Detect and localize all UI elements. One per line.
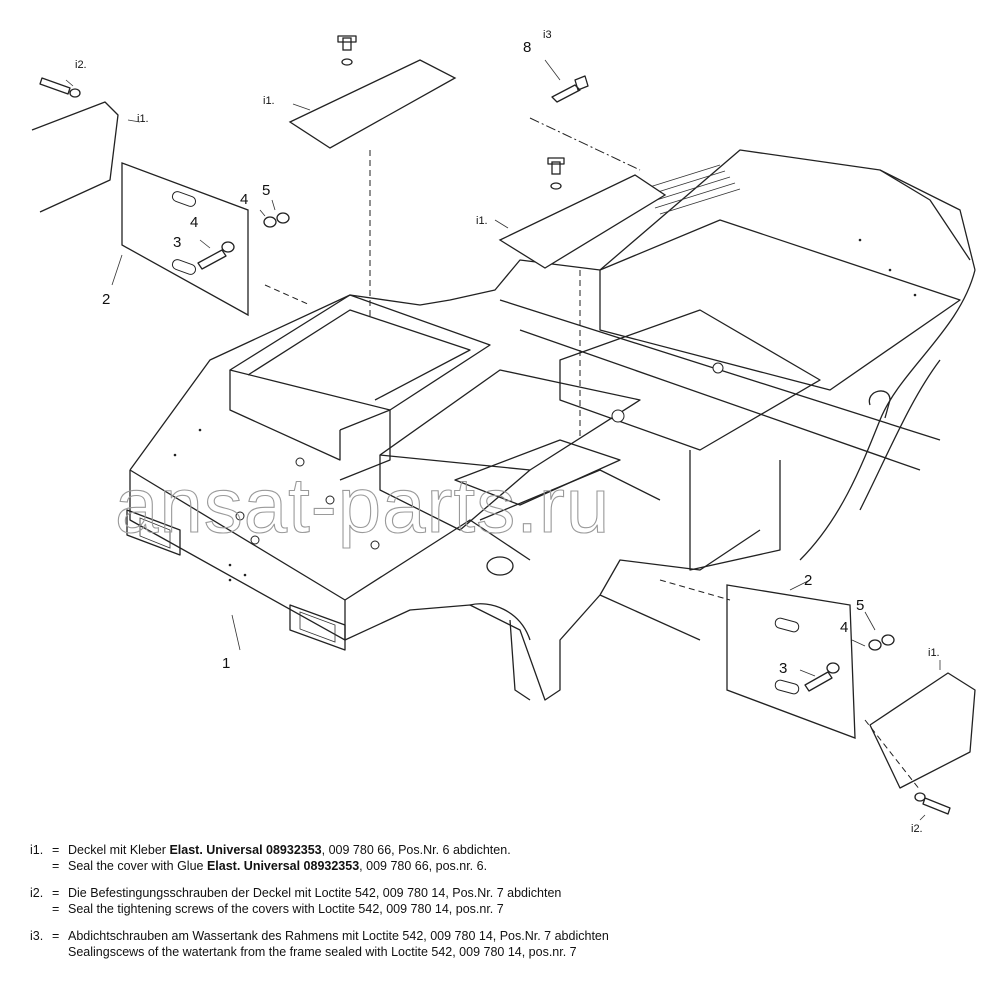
screw-8 xyxy=(529,75,641,171)
note-text-en: Sealingscews of the watertank from the f… xyxy=(68,945,577,959)
exploded-frame-diagram: 1 2 2 3 3 4 4 4 5 5 8 i3 i2. i2. i1. i1.… xyxy=(31,29,976,835)
note-i3: i3. = Abdichtschrauben am Wassertank des… xyxy=(30,929,609,959)
note-i2: i2. = Die Befestingungsschrauben der Dec… xyxy=(30,886,562,916)
note-i1: i1. = Deckel mit Kleber Elast. Universal… xyxy=(30,843,511,873)
callout-i3: i3 xyxy=(543,29,552,41)
callout-part-3-right: 3 xyxy=(779,660,787,677)
note-text-en: Seal the tightening screws of the covers… xyxy=(68,902,504,916)
note-text-de: Abdichtschrauben am Wassertank des Rahme… xyxy=(68,929,609,943)
side-cover-right xyxy=(659,579,976,815)
top-cover-left xyxy=(288,35,457,320)
callout-part-8: 8 xyxy=(523,39,531,56)
callout-part-3-left: 3 xyxy=(173,234,181,251)
callout-part-4-right: 4 xyxy=(840,619,848,636)
note-text-en: Seal the cover with Glue Elast. Universa… xyxy=(68,859,488,873)
callout-part-1: 1 xyxy=(222,655,230,672)
callout-part-4-top: 4 xyxy=(240,191,248,208)
callout-part-2-left: 2 xyxy=(102,291,110,308)
assembly-notes: i1. = Deckel mit Kleber Elast. Universal… xyxy=(30,842,970,971)
callout-i1-left: i1. xyxy=(137,113,149,125)
callout-i2-bottom: i2. xyxy=(911,823,923,835)
note-text-de: Die Befestingungsschrauben der Deckel mi… xyxy=(68,886,562,900)
callout-part-4-left: 4 xyxy=(190,214,198,231)
note-text-de: Deckel mit Kleber Elast. Universal 08932… xyxy=(68,843,511,857)
callout-part-5-right: 5 xyxy=(856,597,864,614)
note-id: i2. xyxy=(30,886,44,900)
leader-lines xyxy=(65,59,941,821)
note-id: i1. xyxy=(30,843,44,857)
callout-part-5-left: 5 xyxy=(262,182,270,199)
note-id: i3. xyxy=(30,929,44,943)
callouts: 1 2 2 3 3 4 4 4 5 5 8 i3 i2. i2. i1. i1.… xyxy=(75,29,940,835)
watermark: ansat-parts.ru xyxy=(115,461,610,549)
callout-part-2-right: 2 xyxy=(804,572,812,589)
callout-i2-top: i2. xyxy=(75,59,87,71)
top-cover-right xyxy=(498,157,667,440)
callout-i1-mid: i1. xyxy=(476,215,488,227)
main-frame xyxy=(126,149,976,701)
callout-i1-top: i1. xyxy=(263,95,275,107)
callout-i1-right: i1. xyxy=(928,647,940,659)
side-cover-left xyxy=(31,77,311,317)
